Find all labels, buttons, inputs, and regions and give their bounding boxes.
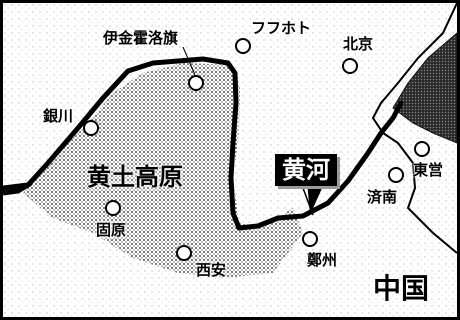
city-marker-guyuan bbox=[105, 200, 121, 216]
city-label-xian: 西安 bbox=[196, 261, 227, 279]
city-label-guyuan: 固原 bbox=[96, 221, 127, 239]
city-label-beijing: 北京 bbox=[343, 35, 374, 53]
city-marker-xian bbox=[176, 245, 192, 261]
city-marker-yijinhuoluo bbox=[188, 75, 204, 91]
country-label-china: 中国 bbox=[373, 272, 430, 305]
city-label-yijinhuoluo: 伊金霍洛旗 bbox=[103, 29, 179, 47]
city-label-yinchuan: 銀川 bbox=[43, 107, 74, 125]
yijinhuoluo-pointer bbox=[182, 46, 196, 76]
yellow-river bbox=[3, 56, 404, 231]
city-label-zhengzhou: 鄭州 bbox=[307, 251, 338, 269]
map-graphic bbox=[3, 3, 457, 317]
city-label-dongying: 東営 bbox=[413, 161, 444, 179]
river-label-yellow-river: 黄河 bbox=[275, 154, 337, 186]
city-marker-yinchuan bbox=[83, 120, 99, 136]
city-marker-dongying bbox=[414, 141, 430, 157]
city-marker-beijing bbox=[342, 58, 358, 74]
river-west-bend bbox=[3, 180, 33, 196]
city-marker-zhengzhou bbox=[302, 231, 318, 247]
city-label-jinan: 済南 bbox=[367, 188, 398, 206]
river-pointer-tip bbox=[307, 181, 323, 215]
city-marker-hohhot bbox=[235, 38, 251, 54]
city-label-hohhot: フフホト bbox=[251, 19, 312, 37]
bohai-sea bbox=[392, 32, 457, 144]
city-marker-jinan bbox=[388, 167, 404, 183]
region-label-loess-plateau: 黄土高原 bbox=[87, 163, 183, 191]
